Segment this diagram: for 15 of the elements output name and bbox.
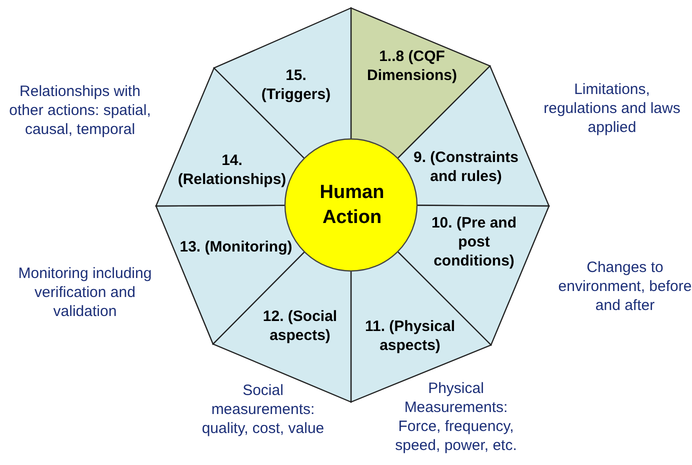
sector-label: 13. (Monitoring) [178,238,294,256]
sector-label: 15. (Triggers) [260,66,332,104]
sector-label: 11. (Physical aspects) [364,317,456,355]
sector-label: 9. (Constraints and rules) [412,148,520,186]
annotation-text: Physical Measurements: Force, frequency, speed, power, etc. [394,379,518,455]
annotation-text: Social measurements: quality, cost, value [200,381,326,438]
sector-label: 12. (Social aspects) [262,307,338,345]
annotation-text: Changes to environment, before and after [557,258,692,315]
annotation-text: Limitations, regulations and laws applied [542,80,682,137]
center-label: Human Action [318,181,386,230]
annotation-text: Relationships with other actions: spatial, causal, temporal [8,82,152,139]
sector-label: 14. (Relationships) [176,151,288,189]
sector-label: 10. (Pre and post conditions) [430,214,518,270]
sector-label: 1..8 (CQF Dimensions) [366,47,458,85]
annotation-text: Monitoring including verification and validation [17,264,153,321]
